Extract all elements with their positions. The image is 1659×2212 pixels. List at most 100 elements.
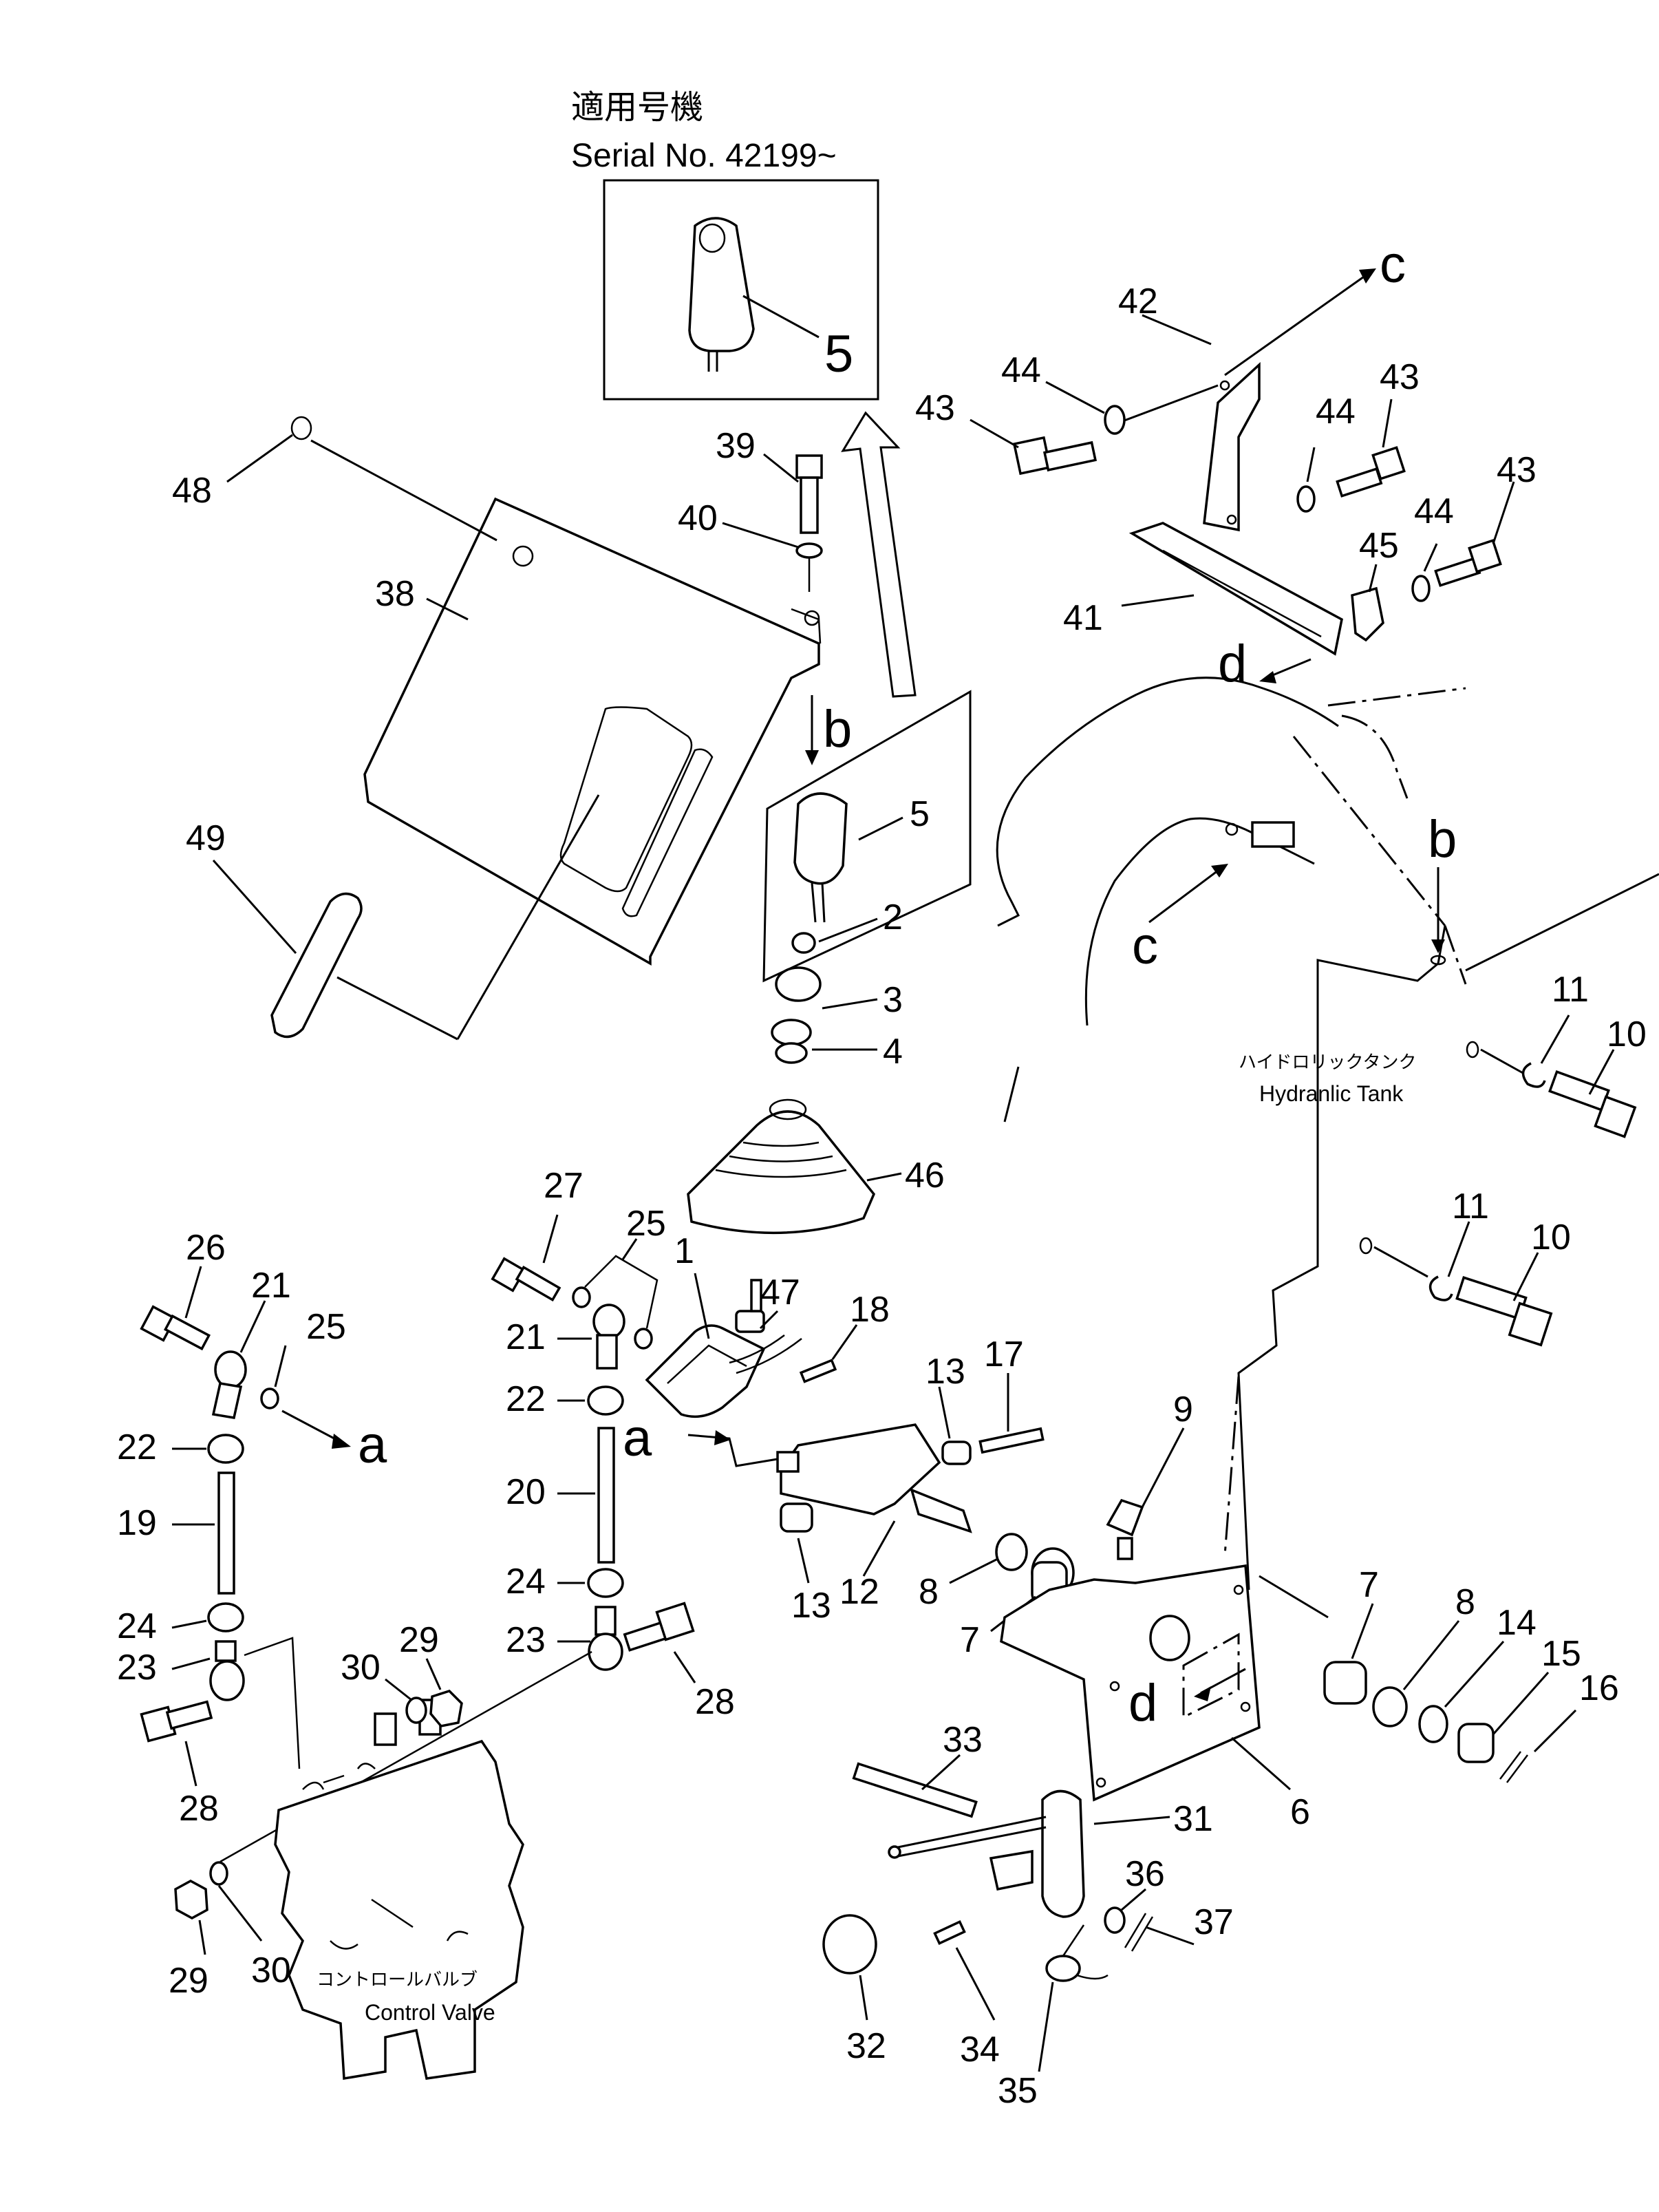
switch-wire	[729, 1334, 802, 1374]
label-14: 14	[1497, 1603, 1537, 1643]
tank-label-jp: ハイドロリックタンク	[1239, 1052, 1416, 1073]
label-42: 42	[1118, 281, 1158, 321]
label-31: 31	[1173, 1799, 1213, 1839]
nut-15	[1457, 1723, 1495, 1763]
label-32: 32	[846, 2026, 886, 2066]
label-7-right: 7	[1359, 1565, 1379, 1605]
label-12: 12	[839, 1572, 879, 1612]
rod-19	[217, 1471, 235, 1595]
washer-30-top	[405, 1697, 427, 1724]
ref-d-upper: d	[1218, 635, 1247, 693]
washer-30-bottom	[209, 1861, 228, 1886]
label-35: 35	[998, 2071, 1038, 2111]
lever-1	[645, 1324, 766, 1418]
label-15: 15	[1541, 1634, 1581, 1674]
washer-14	[1418, 1705, 1448, 1743]
crank-31	[1041, 1789, 1085, 1918]
label-48: 48	[172, 471, 212, 511]
bracket-41	[1128, 522, 1343, 656]
label-30-top: 30	[341, 1648, 381, 1688]
spring-35	[1045, 1924, 1109, 1982]
label-39: 39	[716, 426, 756, 466]
ref-b-upper: b	[823, 700, 852, 758]
cotter-16	[1499, 1751, 1528, 1783]
label-5: 5	[910, 794, 930, 834]
label-36: 36	[1125, 1854, 1165, 1894]
label-4: 4	[883, 1032, 903, 1072]
bolt-10-b	[1455, 1276, 1553, 1347]
tank-label-en: Hydranlic Tank	[1259, 1081, 1404, 1106]
nut-24-mid	[587, 1568, 624, 1598]
label-7-left: 7	[960, 1620, 980, 1660]
inset-knob	[688, 217, 755, 372]
part-4	[771, 1019, 812, 1064]
pin-34	[933, 1919, 966, 1946]
label-24-mid: 24	[506, 1562, 546, 1602]
label-10-a: 10	[1607, 1014, 1647, 1054]
label-34: 34	[960, 2030, 1000, 2070]
nut-29-top	[429, 1690, 463, 1727]
label-40: 40	[678, 498, 718, 538]
label-11-a: 11	[1552, 970, 1589, 1010]
nut-3	[775, 966, 822, 1002]
label-44-b: 44	[1316, 392, 1356, 432]
bolt-39	[795, 454, 823, 534]
washer-25-c	[260, 1387, 279, 1410]
label-43-a: 43	[915, 388, 955, 428]
label-28-mid: 28	[695, 1682, 735, 1722]
snapring-11-a	[1521, 1062, 1546, 1088]
label-23-mid: 23	[506, 1620, 546, 1660]
cover-38	[363, 497, 822, 966]
label-2: 2	[883, 897, 903, 937]
tank-outline	[1237, 925, 1446, 1591]
ref-b-lower: b	[1428, 810, 1457, 869]
nut-22-left	[207, 1434, 244, 1464]
rod-end-21-left	[211, 1350, 247, 1419]
label-46: 46	[905, 1156, 945, 1195]
knob-5	[793, 792, 848, 923]
handrail-inner	[1084, 817, 1315, 1026]
bolt-28-mid	[623, 1602, 695, 1652]
label-8-right: 8	[1455, 1582, 1475, 1622]
inset-arrow	[841, 411, 917, 698]
snapring-11-b	[1428, 1275, 1453, 1301]
label-27: 27	[544, 1166, 584, 1206]
inset-frame	[603, 179, 879, 401]
bolt-43-a	[1012, 436, 1098, 476]
nut-22-mid	[587, 1385, 624, 1416]
label-10-b: 10	[1531, 1217, 1571, 1257]
label-43-c: 43	[1497, 450, 1537, 490]
washer-8-left	[995, 1533, 1028, 1571]
label-47: 47	[760, 1273, 800, 1312]
plate-6	[1000, 1564, 1261, 1802]
label-3: 3	[883, 980, 903, 1020]
grommet-48	[290, 416, 312, 440]
ref-a-line	[687, 1434, 778, 1467]
knob-panel	[762, 690, 972, 983]
ref-c-upper: c	[1380, 235, 1406, 294]
valve-label-en: Control Valve	[365, 2000, 495, 2025]
bolt-27	[491, 1257, 561, 1302]
ref-a-left: a	[358, 1416, 387, 1474]
label-8-left: 8	[919, 1572, 939, 1612]
oring-upper	[1466, 1041, 1479, 1059]
pin-17	[978, 1427, 1045, 1454]
washer-25-b	[634, 1328, 653, 1350]
bushing-7-right	[1323, 1661, 1367, 1705]
label-38: 38	[375, 574, 415, 614]
label-5-inset: 5	[824, 325, 853, 383]
washer-36	[1104, 1906, 1126, 1934]
bolt-43-c	[1434, 539, 1502, 587]
label-11-b: 11	[1452, 1187, 1489, 1226]
label-49: 49	[186, 818, 226, 858]
label-9: 9	[1173, 1390, 1193, 1429]
nut-29-bottom	[174, 1880, 208, 1919]
rod-20	[597, 1427, 615, 1564]
label-23-left: 23	[117, 1648, 157, 1688]
ref-c-lower: c	[1132, 917, 1158, 975]
washer-25-a	[572, 1286, 591, 1308]
part-2	[791, 932, 816, 954]
bracket-42	[1203, 362, 1261, 532]
label-30-bottom: 30	[251, 1950, 291, 1990]
label-22-left: 22	[117, 1427, 157, 1467]
